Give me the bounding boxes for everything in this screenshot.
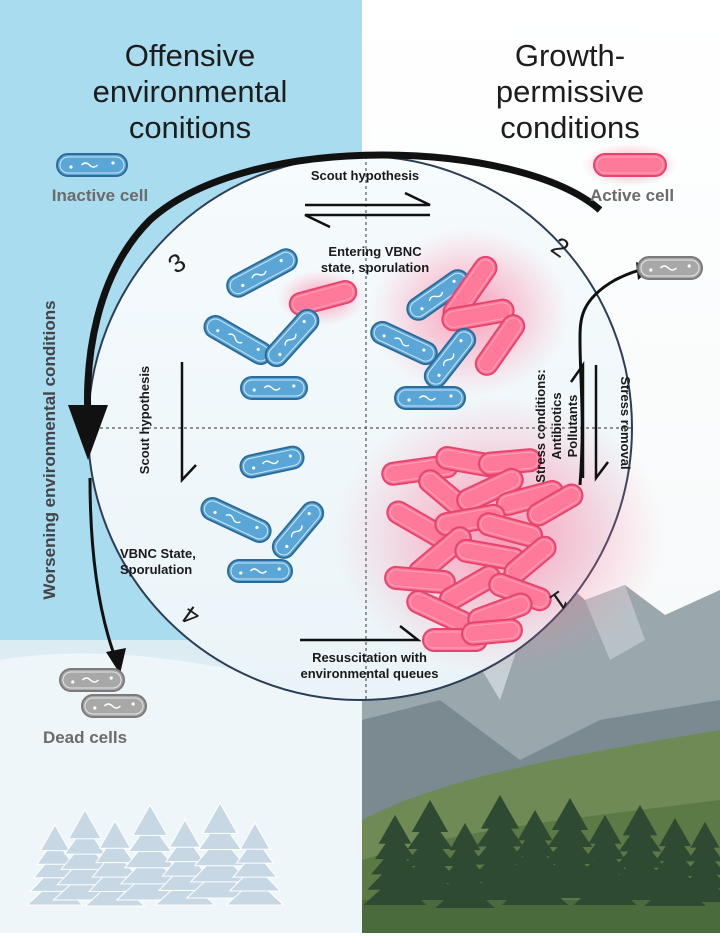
left-title: Offensive environmental conitions: [60, 38, 320, 146]
resuscitation-label: Resuscitation with environmental queues: [282, 650, 457, 682]
stress-conditions-label: Stress conditions: Antibiotics Pollutant…: [533, 351, 581, 501]
active-cell-legend-label: Active cell: [552, 186, 712, 206]
worsening-conditions-label: Worsening environmental conditions: [40, 285, 60, 615]
dead-cell-icon: [60, 669, 124, 691]
inactive-cell: [241, 377, 307, 399]
inactive-cell-legend-icon: [57, 154, 127, 176]
exited-cell-icon: [638, 257, 702, 279]
dead-cells-legend-label: Dead cells: [20, 728, 150, 748]
active-cell: [461, 618, 523, 645]
vbnc-state-label: VBNC State, Sporulation: [120, 546, 240, 578]
inactive-cell: [395, 387, 465, 409]
right-title: Growth- permissive conditions: [440, 38, 700, 146]
stress-removal-label: Stress removal: [617, 363, 633, 483]
scout-hypothesis-left-label: Scout hypothesis: [137, 360, 153, 480]
dead-cell-icon: [82, 695, 146, 717]
scout-hypothesis-top-label: Scout hypothesis: [280, 168, 450, 184]
inactive-cell-legend-label: Inactive cell: [20, 186, 180, 206]
entering-vbnc-label: Entering VBNC state, sporulation: [290, 244, 460, 276]
active-cell-legend-icon: [594, 154, 666, 176]
